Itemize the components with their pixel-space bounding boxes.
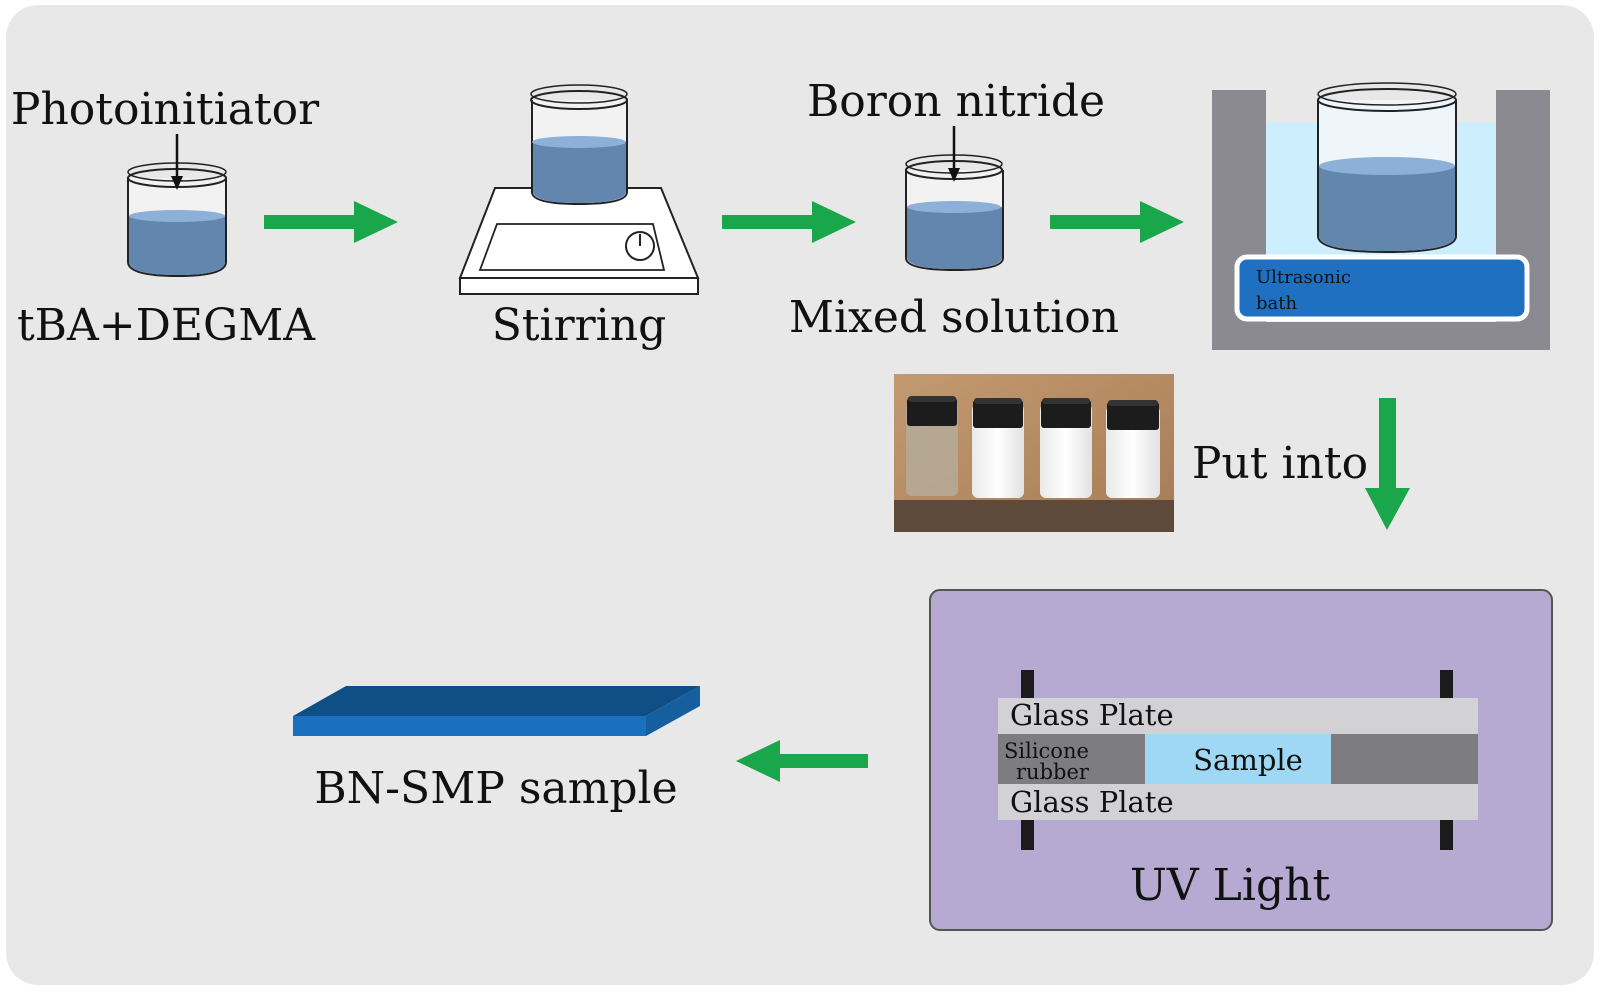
monomers-label: tBA+DEGMA <box>17 300 316 351</box>
glass-plate-bottom-label: Glass Plate <box>1010 785 1174 819</box>
arrow-left-icon <box>736 740 868 782</box>
silicone-rubber-left <box>998 734 1145 784</box>
ultrasonic-plate <box>1234 254 1530 322</box>
silicone-label-line2: rubber <box>1016 760 1090 784</box>
photoinitiator-arrow <box>171 134 183 190</box>
stirring-label: Stirring <box>492 300 667 351</box>
ultrasonic-label-line1: Ultrasonic <box>1256 267 1351 288</box>
bn-smp-sample-label: BN-SMP sample <box>314 763 677 814</box>
arrow-down-icon <box>1365 398 1410 530</box>
sample-gel <box>1145 734 1331 784</box>
beaker-icon <box>905 154 1004 272</box>
boron-nitride-arrow <box>948 126 960 182</box>
uv-light-box <box>929 589 1553 931</box>
arrow-right-icon <box>264 201 398 243</box>
silicone-label-line1: Silicone <box>1004 739 1089 763</box>
arrow-right-icon <box>722 201 856 243</box>
vial-white <box>1040 398 1092 498</box>
uv-light-label: UV Light <box>1130 860 1331 911</box>
beaker-icon <box>530 84 628 206</box>
bn-smp-sample-slab <box>293 686 700 736</box>
magnetic-stirrer-icon <box>458 187 700 295</box>
sample-label: Sample <box>1193 743 1303 777</box>
ultrasonic-bath <box>1212 82 1550 350</box>
vial-clear <box>906 396 958 496</box>
boron-nitride-label: Boron nitride <box>807 76 1105 127</box>
glass-plate-top-label: Glass Plate <box>1010 698 1174 732</box>
arrow-right-icon <box>1050 201 1184 243</box>
silicone-rubber-right <box>1331 734 1478 784</box>
photoinitiator-label: Photoinitiator <box>11 84 320 135</box>
beaker-icon <box>127 162 227 278</box>
vials-photo <box>894 374 1174 532</box>
glass-plate-top <box>998 698 1478 734</box>
ultrasonic-label-line2: bath <box>1256 293 1297 314</box>
vial-white <box>972 398 1024 498</box>
glass-plate-bottom <box>998 784 1478 820</box>
put-into-label: Put into <box>1192 438 1368 489</box>
vial-white <box>1106 400 1160 498</box>
mixed-solution-label: Mixed solution <box>789 292 1119 343</box>
